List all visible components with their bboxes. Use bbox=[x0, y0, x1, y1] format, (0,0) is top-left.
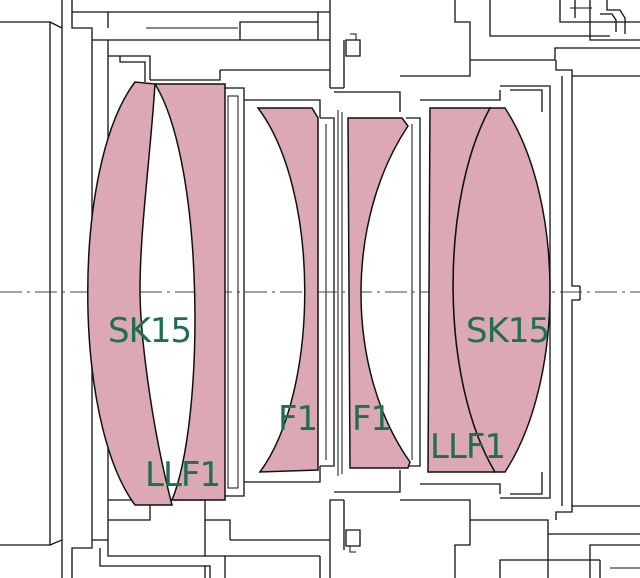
middle-right-glass-label: F1 bbox=[352, 399, 391, 439]
front-cemented-glass-label: LLF1 bbox=[145, 455, 220, 495]
front-element-glass-label: SK15 bbox=[108, 311, 191, 351]
middle-left-meniscus-element bbox=[256, 107, 319, 473]
rear-cemented-glass-label: LLF1 bbox=[430, 427, 505, 467]
glass-elements bbox=[87, 81, 551, 506]
middle-right-meniscus-element bbox=[347, 117, 411, 469]
rear-biconvex-element bbox=[452, 107, 551, 473]
rear-element-glass-label: SK15 bbox=[466, 311, 549, 351]
front-biconvex-element bbox=[87, 81, 173, 506]
middle-left-glass-label: F1 bbox=[278, 399, 317, 439]
front-cemented-meniscus-element bbox=[153, 83, 226, 501]
glass-labels: SK15 LLF1 F1 F1 LLF1 SK15 bbox=[108, 311, 550, 495]
